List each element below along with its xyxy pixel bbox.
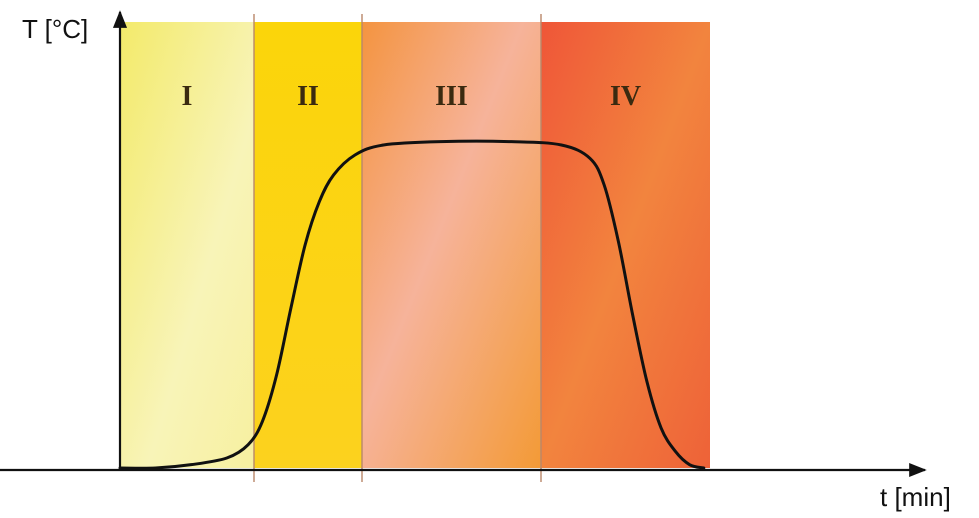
phase-region-4 <box>541 22 710 468</box>
phase-regions <box>120 22 710 468</box>
phase-region-3 <box>362 22 541 468</box>
y-axis-label: T [°C] <box>22 14 88 44</box>
phase-label-2: II <box>297 81 319 112</box>
phase-region-1 <box>120 22 254 468</box>
temperature-curve <box>118 139 706 470</box>
phase-label-1: I <box>182 81 193 112</box>
phase-label-3: III <box>435 81 468 112</box>
phase-dividers <box>253 14 542 482</box>
phase-label-4: IV <box>610 81 641 112</box>
x-axis-label: t [min] <box>880 482 951 512</box>
